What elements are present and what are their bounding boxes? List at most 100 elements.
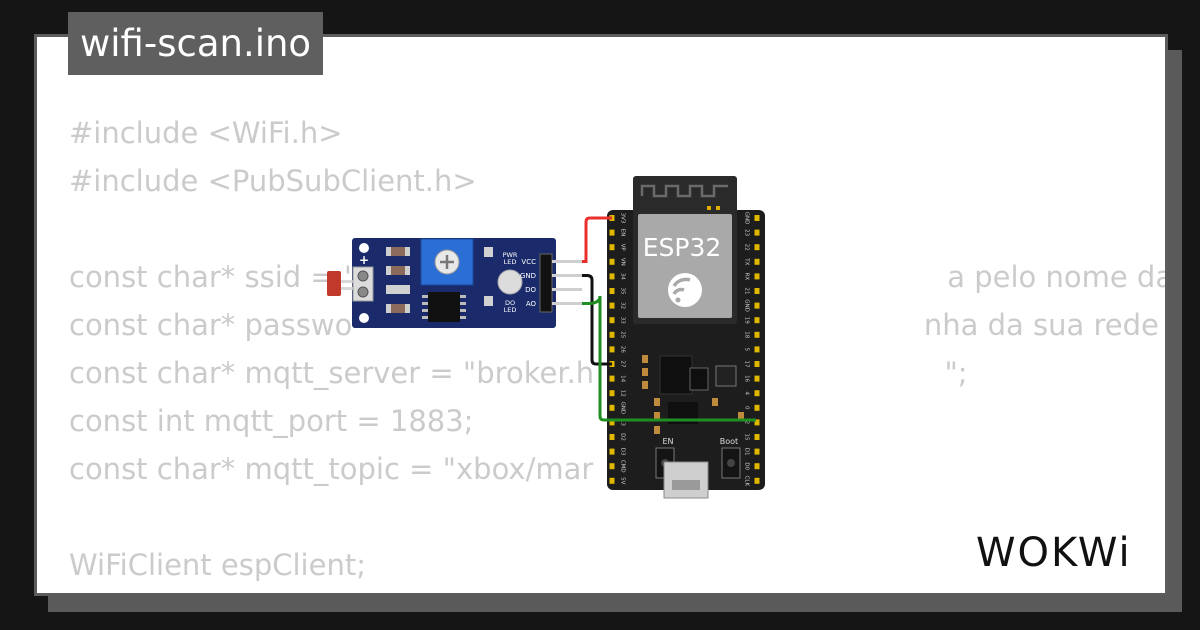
esp32-pin-label: GND [744, 212, 750, 225]
esp32-pin-left[interactable] [609, 463, 615, 470]
esp32-pin-right[interactable] [754, 448, 760, 455]
esp32-pin-right[interactable] [754, 258, 760, 265]
esp32-pin-right[interactable] [754, 331, 760, 338]
pin-do[interactable] [552, 288, 582, 291]
esp32-pin-right[interactable] [754, 317, 760, 324]
esp32-pin-label: 15 [744, 434, 750, 441]
esp32-pin-right[interactable] [754, 434, 760, 440]
do-led-label-2: LED [504, 306, 517, 314]
comparator-ic [428, 292, 460, 322]
resistor [386, 266, 410, 275]
esp32-pin-headers: 3V3ENVPVN343532332526271412GND13D2D3CMD5… [609, 212, 760, 487]
esp32-pin-left[interactable] [609, 375, 615, 382]
esp32-pin-label: EN [620, 229, 626, 237]
esp32-pin-label: 12 [620, 390, 626, 397]
esp32-pin-label: 32 [620, 302, 626, 309]
esp32-pin-right[interactable] [754, 288, 760, 294]
resistor [386, 247, 410, 256]
en-button-label: EN [662, 437, 673, 446]
esp32-pin-left[interactable] [609, 477, 615, 484]
pin-vcc[interactable] [552, 260, 582, 263]
code-preview: #include <WiFi.h> #include <PubSubClient.… [69, 109, 1165, 593]
wokwi-logo: WOKWi [976, 530, 1132, 576]
esp32-pin-right[interactable] [754, 477, 760, 484]
pin-label-ao: AO [526, 300, 537, 308]
regulator-tab [689, 367, 709, 391]
esp32-pin-label: 35 [620, 288, 626, 295]
esp32-pin-left[interactable] [609, 448, 615, 455]
esp32-pin-label: 4 [744, 391, 750, 395]
chip-label: ESP32 [643, 233, 722, 262]
usb-port-opening [672, 480, 700, 490]
esp32-pin-label: RX [744, 273, 750, 281]
esp32-pin-left[interactable] [609, 331, 615, 338]
esp32-pin-label: 22 [744, 244, 750, 251]
esp32-pin-right[interactable] [754, 215, 760, 221]
esp32-pin-left[interactable] [609, 273, 615, 280]
wokwi-logo-text: WOKWi [976, 530, 1132, 576]
esp32-pin-label: 5 [744, 348, 750, 352]
esp32-pin-right[interactable] [754, 302, 760, 309]
esp32-pin-right[interactable] [754, 229, 760, 236]
esp32-pin-right[interactable] [754, 361, 760, 367]
esp32-pin-label: 3V3 [620, 213, 626, 224]
esp32-pin-left[interactable] [609, 229, 615, 236]
esp32-pin-left[interactable] [609, 288, 615, 294]
esp32-pin-label: D3 [620, 448, 626, 456]
code-line: const char* mqtt_topic = "xbox/mar [69, 452, 594, 486]
plus-label: + [359, 253, 369, 267]
voltage-regulator [659, 355, 693, 395]
esp32-pin-right[interactable] [754, 404, 760, 411]
code-line: #include <PubSubClient.h> [69, 164, 477, 198]
code-line: #include <WiFi.h> [69, 116, 343, 150]
wire-gnd[interactable] [582, 274, 612, 366]
esp32-pin-label: 27 [620, 361, 626, 368]
esp32-pin-label: VN [620, 258, 626, 266]
esp32-pin-right[interactable] [754, 244, 760, 251]
esp32-pin-label: CLK [744, 476, 750, 487]
code-line: WiFiClient espClient; [69, 548, 366, 582]
esp32-pin-left[interactable] [609, 419, 615, 426]
pwr-led-label-2: LED [504, 258, 517, 266]
esp32-pin-left[interactable] [609, 317, 615, 324]
esp32-pin-right[interactable] [754, 346, 760, 353]
esp32-pin-right[interactable] [754, 273, 760, 280]
rf-shield [638, 214, 732, 318]
esp32-board[interactable]: ESP32 EN Boot 3V3ENVPVN34353233252627141… [607, 176, 765, 499]
esp32-pin-label: GND [620, 401, 626, 414]
esp32-pin-right[interactable] [754, 419, 760, 426]
pin-ao[interactable] [552, 302, 582, 305]
photoresistor-body [327, 271, 341, 296]
wire-vcc[interactable] [582, 216, 612, 263]
esp32-pin-right[interactable] [754, 463, 760, 470]
esp32-pin-left[interactable] [609, 244, 615, 251]
wire-ao[interactable] [582, 295, 756, 422]
code-line: const char* mqtt_server = "broker.h "; [69, 356, 968, 390]
esp32-pin-label: VP [620, 244, 626, 252]
esp32-pin-label: D0 [744, 462, 750, 470]
esp32-pin-label: 21 [744, 288, 750, 295]
esp32-pin-left[interactable] [609, 404, 615, 411]
esp32-pin-left[interactable] [609, 390, 615, 397]
esp32-pin-label: 25 [620, 331, 626, 338]
esp32-pin-left[interactable] [609, 434, 615, 440]
esp32-pin-right[interactable] [754, 390, 760, 397]
pin-gnd[interactable] [552, 274, 582, 277]
esp32-pin-left[interactable] [609, 302, 615, 309]
esp32-pin-label: 23 [744, 229, 750, 236]
code-line: const int mqtt_port = 1883; [69, 404, 474, 438]
esp32-pin-right[interactable] [754, 375, 760, 382]
esp32-pin-label: 2 [744, 421, 750, 425]
esp32-pin-label: 0 [744, 406, 750, 410]
mount-hole-icon [359, 243, 369, 253]
boot-button-label: Boot [720, 437, 738, 446]
esp32-pin-left[interactable] [609, 346, 615, 353]
photoresistor-sensor-module[interactable]: + - PWR LED DO LED VCC GND DO A [327, 238, 582, 328]
sensor-pin-header [539, 253, 553, 313]
pin-label-vcc: VCC [521, 258, 536, 266]
pin-label-do: DO [525, 286, 536, 294]
pin-label-gnd: GND [520, 272, 536, 280]
esp32-pin-left[interactable] [609, 258, 615, 265]
file-name-tab: wifi-scan.ino [68, 12, 324, 75]
do-led-label: DO [505, 299, 515, 307]
